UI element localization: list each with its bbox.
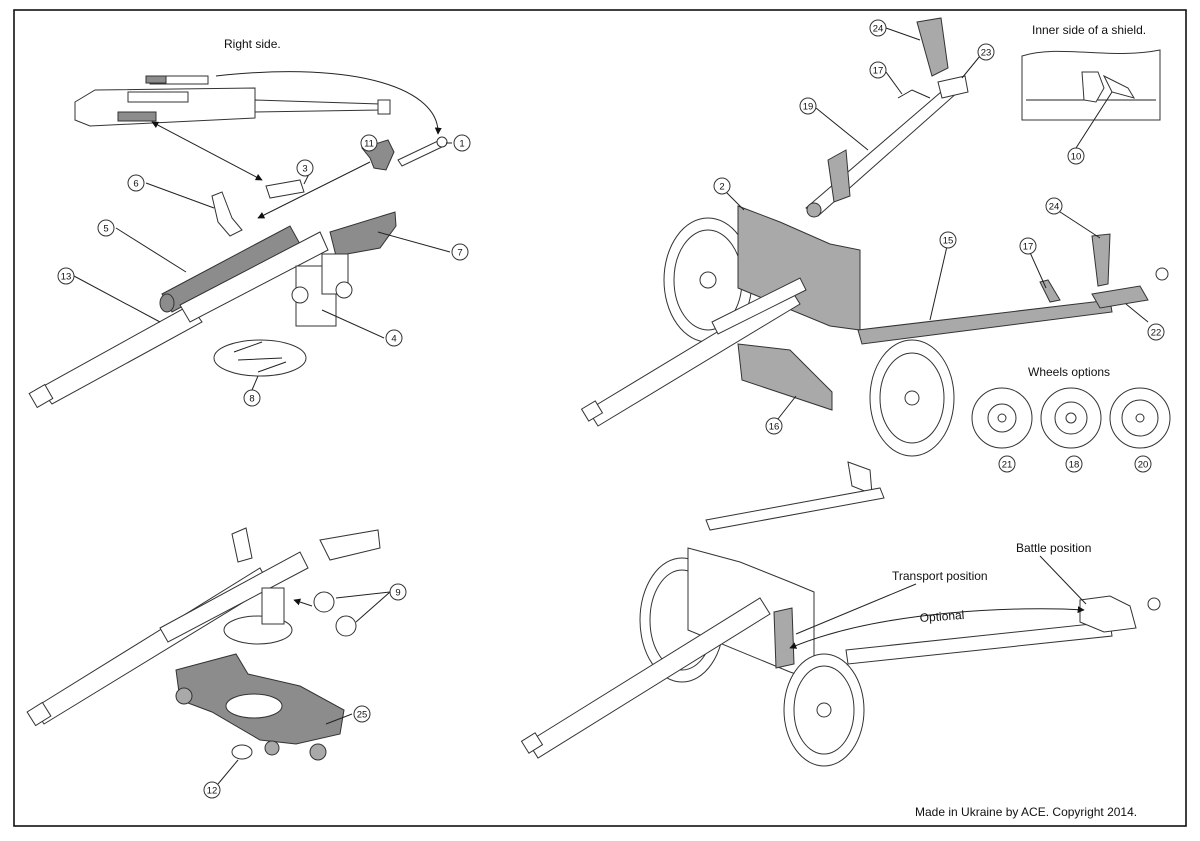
callout-10: 10: [1067, 147, 1085, 165]
callout-9-label: 9: [395, 588, 400, 599]
caption-transport-position: Transport position: [892, 569, 988, 583]
callout-25: 25: [353, 705, 371, 723]
panel3-leader-lines: [217, 591, 391, 785]
callout-16: 16: [765, 417, 783, 435]
callout-23: 23: [977, 43, 995, 61]
inner-shield-inset: [1021, 49, 1161, 121]
callout-22: 22: [1147, 323, 1165, 341]
callout-24-top-label: 24: [873, 24, 884, 35]
callout-17-top-label: 17: [873, 66, 884, 77]
callout-12: 12: [203, 781, 221, 799]
callout-17-right: 17: [1019, 237, 1037, 255]
callout-1-label: 1: [459, 139, 464, 150]
caption-optional: Optional: [919, 608, 965, 625]
callout-3-label: 3: [302, 164, 307, 175]
callout-6: 6: [127, 174, 145, 192]
caption-inner-shield: Inner side of a shield.: [1032, 23, 1146, 37]
caption-right-side: Right side.: [224, 37, 281, 51]
callout-18-label: 18: [1069, 460, 1080, 471]
callout-18: 18: [1065, 455, 1083, 473]
callout-7: 7: [451, 243, 469, 261]
callout-9: 9: [389, 583, 407, 601]
callout-8: 8: [243, 389, 261, 407]
callout-13: 13: [57, 267, 75, 285]
callout-24-right-label: 24: [1049, 202, 1060, 213]
sheet-border: [13, 9, 1187, 827]
caption-battle-position: Battle position: [1016, 541, 1091, 555]
callout-21-label: 21: [1002, 460, 1013, 471]
callout-20-label: 20: [1138, 460, 1149, 471]
callout-16-label: 16: [769, 422, 780, 433]
callout-6-label: 6: [133, 179, 138, 190]
wheel-options-set: [971, 387, 1171, 449]
callout-23-label: 23: [981, 48, 992, 59]
callout-12-label: 12: [207, 786, 218, 797]
panel1-leader-lines: [73, 142, 452, 391]
callout-11: 11: [360, 134, 378, 152]
callout-4-label: 4: [391, 334, 396, 345]
callout-19-label: 19: [803, 102, 814, 113]
assembled-gun-view: [520, 461, 1161, 767]
right-side-breech-view: [74, 75, 391, 127]
callout-17-right-label: 17: [1023, 242, 1034, 253]
callout-13-label: 13: [61, 272, 72, 283]
callout-2: 2: [713, 177, 731, 195]
lower-mount-view: [26, 527, 381, 761]
callout-19: 19: [799, 97, 817, 115]
callout-10-label: 10: [1071, 152, 1082, 163]
carriage-exploded-view: [580, 17, 1169, 457]
callout-11-label: 11: [364, 139, 374, 150]
callout-5-label: 5: [103, 224, 108, 235]
callout-20: 20: [1134, 455, 1152, 473]
breech-exploded-parts: [28, 71, 448, 409]
callout-25-label: 25: [357, 710, 368, 721]
footer-copyright: Made in Ukraine by ACE. Copyright 2014.: [915, 805, 1137, 819]
callout-5: 5: [97, 219, 115, 237]
callout-22-label: 22: [1151, 328, 1162, 339]
callout-21: 21: [998, 455, 1016, 473]
callout-15-label: 15: [943, 236, 954, 247]
callout-1: 1: [453, 134, 471, 152]
callout-17-top: 17: [869, 61, 887, 79]
panel4-leader-lines: [795, 555, 1087, 635]
callout-24-top: 24: [869, 19, 887, 37]
callout-8-label: 8: [249, 394, 254, 405]
caption-wheels-options: Wheels options: [1028, 365, 1110, 379]
callout-7-label: 7: [457, 248, 462, 259]
callout-2-label: 2: [719, 182, 724, 193]
callout-15: 15: [939, 231, 957, 249]
callout-3: 3: [296, 159, 314, 177]
callout-24-right: 24: [1045, 197, 1063, 215]
callout-4: 4: [385, 329, 403, 347]
